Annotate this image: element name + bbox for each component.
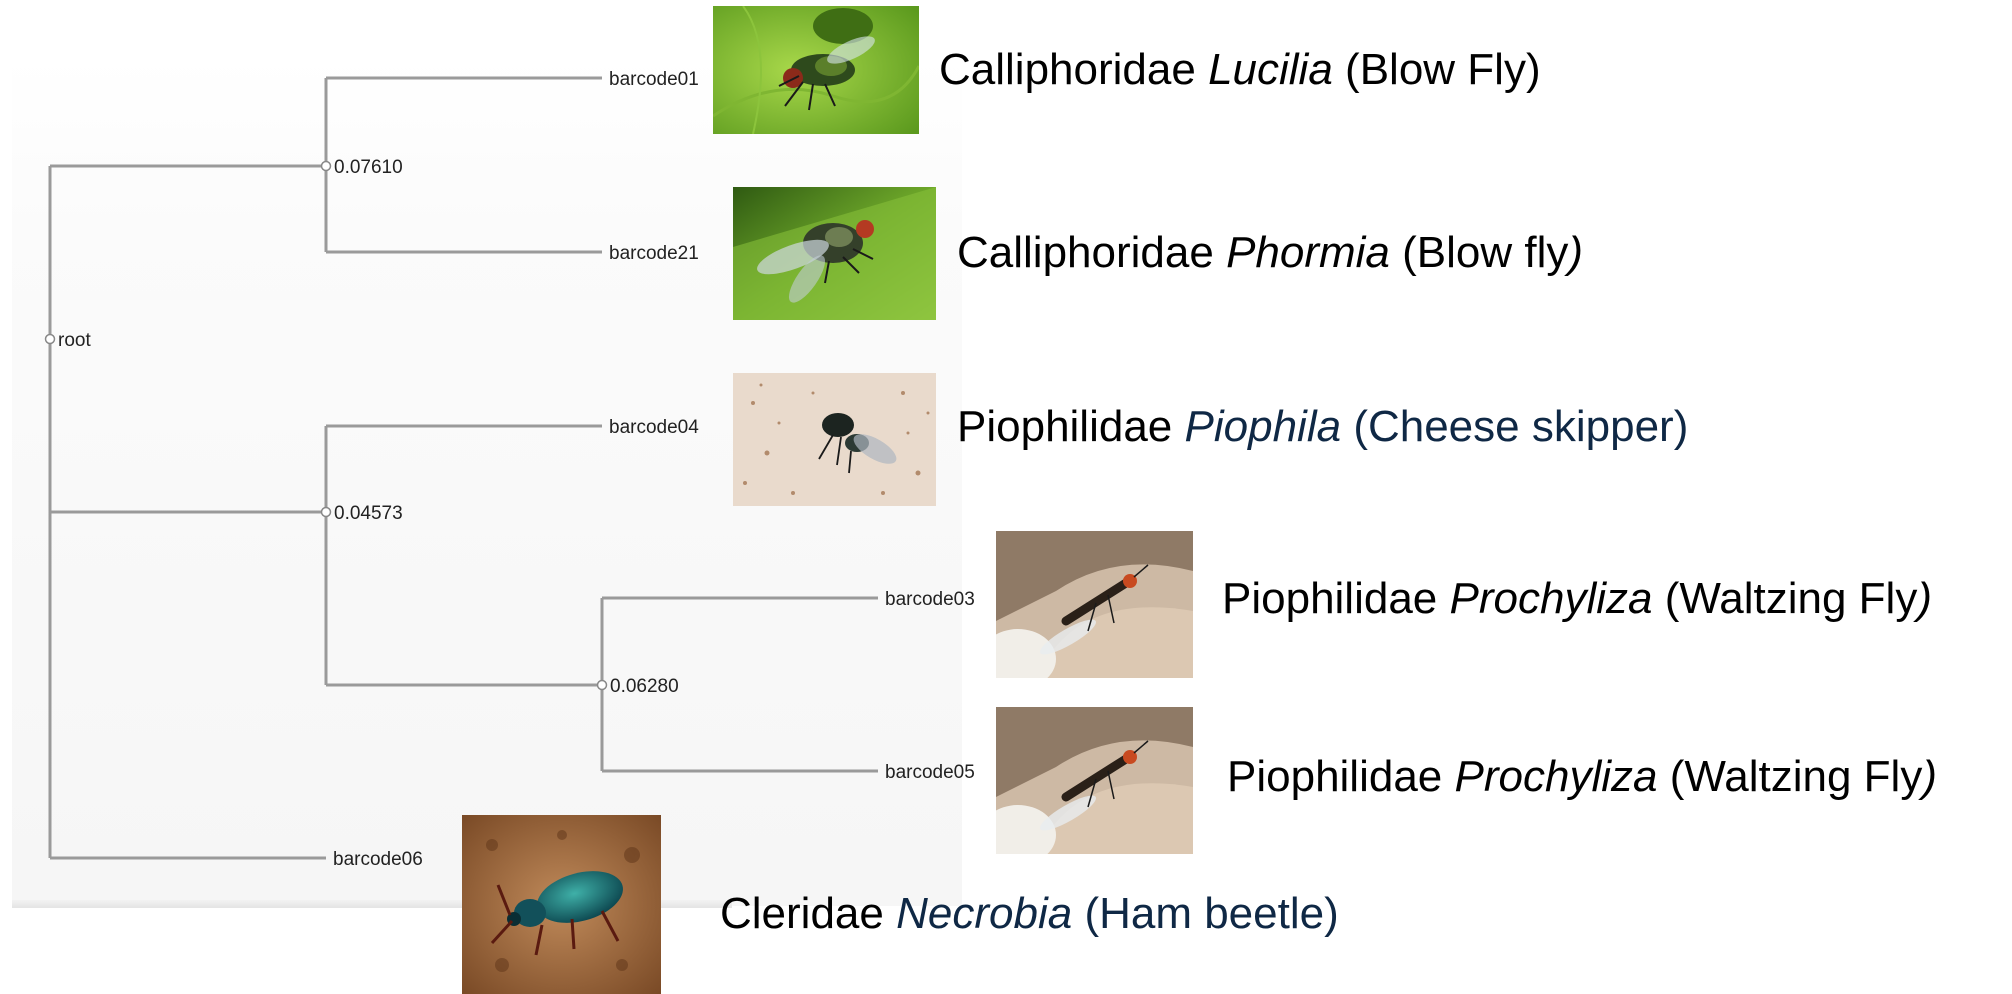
taxon-caption-1: Calliphoridae Lucilia (Blow Fly) (939, 48, 1541, 92)
caption-genus: Prochyliza (1450, 574, 1653, 623)
caption-family: Cleridae (720, 889, 884, 938)
taxon-caption-3: Piophilidae Piophila (Cheese skipper) (957, 405, 1688, 449)
caption-family: Piophilidae (957, 402, 1172, 451)
caption-tail: ) (1922, 752, 1937, 801)
caption-family: Piophilidae (1227, 752, 1442, 801)
waltzing-fly-photo-2 (996, 707, 1193, 854)
cheese-skipper-photo (733, 373, 936, 506)
caption-common-name: (Waltzing Fly (1670, 752, 1923, 801)
node3-marker (598, 681, 607, 690)
caption-common-name: (Waltzing Fly (1665, 574, 1918, 623)
node2-label: 0.04573 (334, 503, 403, 524)
tip-label-barcode21: barcode21 (609, 243, 699, 264)
root-label: root (58, 330, 91, 351)
caption-family: Calliphoridae (957, 228, 1214, 277)
caption-genus: Piophila (1185, 402, 1342, 451)
caption-genus: Prochyliza (1455, 752, 1658, 801)
node2-marker (322, 508, 331, 517)
caption-common-name: (Blow Fly) (1345, 45, 1541, 94)
caption-common-name: (Cheese skipper) (1353, 402, 1688, 451)
ham-beetle-photo (462, 815, 661, 994)
caption-family: Piophilidae (1222, 574, 1437, 623)
caption-common-name: (Blow fly (1402, 228, 1568, 277)
caption-genus: Phormia (1226, 228, 1390, 277)
caption-genus: Lucilia (1208, 45, 1333, 94)
node1-label: 0.07610 (334, 157, 403, 178)
taxon-caption-5: Piophilidae Prochyliza (Waltzing Fly) (1227, 755, 1937, 799)
caption-common-name: (Ham beetle) (1084, 889, 1338, 938)
caption-family: Calliphoridae (939, 45, 1196, 94)
tip-label-barcode05: barcode05 (885, 762, 975, 783)
waltzing-fly-photo (996, 531, 1193, 678)
node1-marker (322, 162, 331, 171)
caption-tail: ) (1568, 228, 1583, 277)
caption-tail: ) (1917, 574, 1932, 623)
tip-label-barcode06: barcode06 (333, 849, 423, 870)
taxon-caption-4: Piophilidae Prochyliza (Waltzing Fly) (1222, 577, 1932, 621)
taxon-caption-2: Calliphoridae Phormia (Blow fly) (957, 231, 1583, 275)
tip-label-barcode03: barcode03 (885, 589, 975, 610)
green-blow-fly-photo (713, 6, 919, 134)
node3-label: 0.06280 (610, 676, 679, 697)
taxon-caption-6: Cleridae Necrobia (Ham beetle) (720, 892, 1339, 936)
tip-label-barcode04: barcode04 (609, 417, 699, 438)
caption-genus: Necrobia (896, 889, 1072, 938)
tip-label-barcode01: barcode01 (609, 69, 699, 90)
root-node-marker (46, 335, 55, 344)
blow-fly-on-leaf-photo (733, 187, 936, 320)
